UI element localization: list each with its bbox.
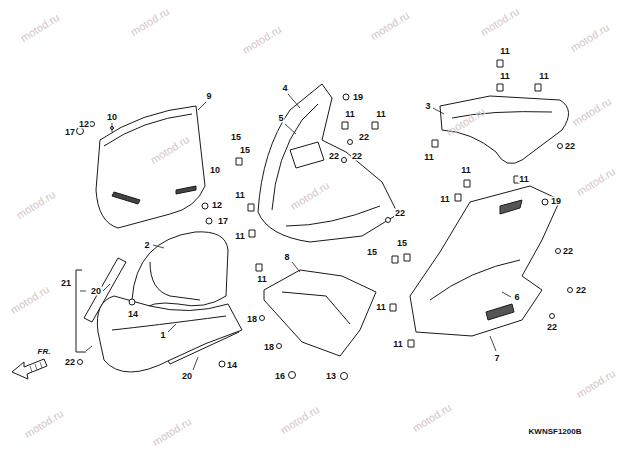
drawing-code: KWNSF1200B <box>529 428 582 436</box>
inner-panel <box>258 84 398 242</box>
callout-number: 15 <box>230 133 242 142</box>
watermark: motod.ru <box>369 10 412 42</box>
callout-number: 20 <box>90 287 102 296</box>
callout-number: 18 <box>263 343 275 352</box>
callout-number: 22 <box>394 209 406 218</box>
callout-number: 4 <box>281 84 288 93</box>
watermark: motod.ru <box>575 368 618 400</box>
windscreen <box>96 106 205 228</box>
front-arrow-hatch <box>30 362 42 372</box>
callout-number: 11 <box>375 303 387 312</box>
callout-number: 1 <box>159 331 166 340</box>
side-cowl-vent <box>500 200 522 214</box>
lower-cover <box>264 270 376 356</box>
callout-number: 6 <box>513 293 520 302</box>
callout-number: 22 <box>64 358 76 367</box>
inner-screen-wire <box>150 262 200 300</box>
callout-number: 12 <box>78 120 90 129</box>
callout-number: 10 <box>106 113 118 122</box>
callout-number: 22 <box>358 133 370 142</box>
callout-number: 22 <box>575 286 587 295</box>
callout-number: 13 <box>325 372 337 381</box>
callout-number: 16 <box>274 372 286 381</box>
lower-cover-edge <box>282 292 350 324</box>
callout-number: 11 <box>499 47 511 56</box>
callout-number: 3 <box>424 102 431 111</box>
watermark: motod.ru <box>289 180 332 212</box>
callout-number: 8 <box>283 253 290 262</box>
callout-number: 22 <box>564 142 576 151</box>
callout-number: 22 <box>351 152 363 161</box>
front-arrow <box>12 359 47 379</box>
watermark: motod.ru <box>149 134 192 166</box>
callout-number: 11 <box>423 153 435 162</box>
windscreen-slot <box>112 192 140 204</box>
callout-number: 11 <box>460 166 472 175</box>
callout-number: 9 <box>205 92 212 101</box>
callout-number: 11 <box>538 72 550 81</box>
watermark: motod.ru <box>479 6 522 38</box>
callout-number: 11 <box>518 175 530 184</box>
inner-panel-edge <box>286 206 380 226</box>
top-cover <box>440 96 569 164</box>
callout-number: 11 <box>499 72 511 81</box>
callout-number: 19 <box>550 197 562 206</box>
callout-number: 7 <box>493 354 500 363</box>
callout-number: 10 <box>209 166 221 175</box>
callout-number: 18 <box>246 315 258 324</box>
watermark: motod.ru <box>575 166 618 198</box>
watermark: motod.ru <box>445 106 488 138</box>
windscreen-slot <box>176 186 196 194</box>
watermark: motod.ru <box>569 22 612 54</box>
callout-number: 11 <box>375 110 387 119</box>
callout-number: 14 <box>226 361 238 370</box>
callout-number: 11 <box>234 191 246 200</box>
callout-number: 22 <box>546 323 558 332</box>
watermark: motod.ru <box>571 96 614 128</box>
watermark: motod.ru <box>19 12 62 44</box>
callout-number: 15 <box>396 239 408 248</box>
callout-number: 20 <box>181 372 193 381</box>
callout-number: 22 <box>562 247 574 256</box>
leader-lines <box>80 94 511 370</box>
callout-number: 11 <box>256 275 268 284</box>
clips <box>236 60 541 347</box>
front-cover <box>97 296 242 372</box>
side-cowl-vent <box>486 304 514 320</box>
callout-number: 2 <box>143 241 150 250</box>
watermark: motod.ru <box>411 402 454 434</box>
callout-number: 14 <box>127 310 139 319</box>
bolts <box>77 94 573 380</box>
callout-number: 22 <box>328 152 340 161</box>
callout-number: 15 <box>366 248 378 257</box>
callout-number: 11 <box>234 232 246 241</box>
group-bracket <box>76 270 86 352</box>
callout-number: 11 <box>392 340 404 349</box>
inner-panel-pocket <box>290 142 324 168</box>
callout-number: 15 <box>239 146 251 155</box>
watermark: motod.ru <box>151 416 194 448</box>
direction-label: FR. <box>38 348 51 356</box>
callout-number: 11 <box>344 110 356 119</box>
watermark: motod.ru <box>241 24 284 56</box>
callout-number: 21 <box>60 279 72 288</box>
side-cowl <box>410 186 560 336</box>
callout-number: 17 <box>64 128 76 137</box>
watermark: motod.ru <box>9 284 52 316</box>
inner-screen <box>132 232 228 312</box>
side-cowl-edge <box>430 260 520 300</box>
callout-number: 17 <box>217 217 229 226</box>
callout-number: 11 <box>439 195 451 204</box>
watermark: motod.ru <box>279 404 322 436</box>
callout-number: 19 <box>352 93 364 102</box>
watermark: motod.ru <box>23 408 66 440</box>
watermark: motod.ru <box>129 6 172 38</box>
watermark: motod.ru <box>15 189 58 221</box>
callout-number: 12 <box>211 201 223 210</box>
callout-number: 5 <box>277 114 284 123</box>
